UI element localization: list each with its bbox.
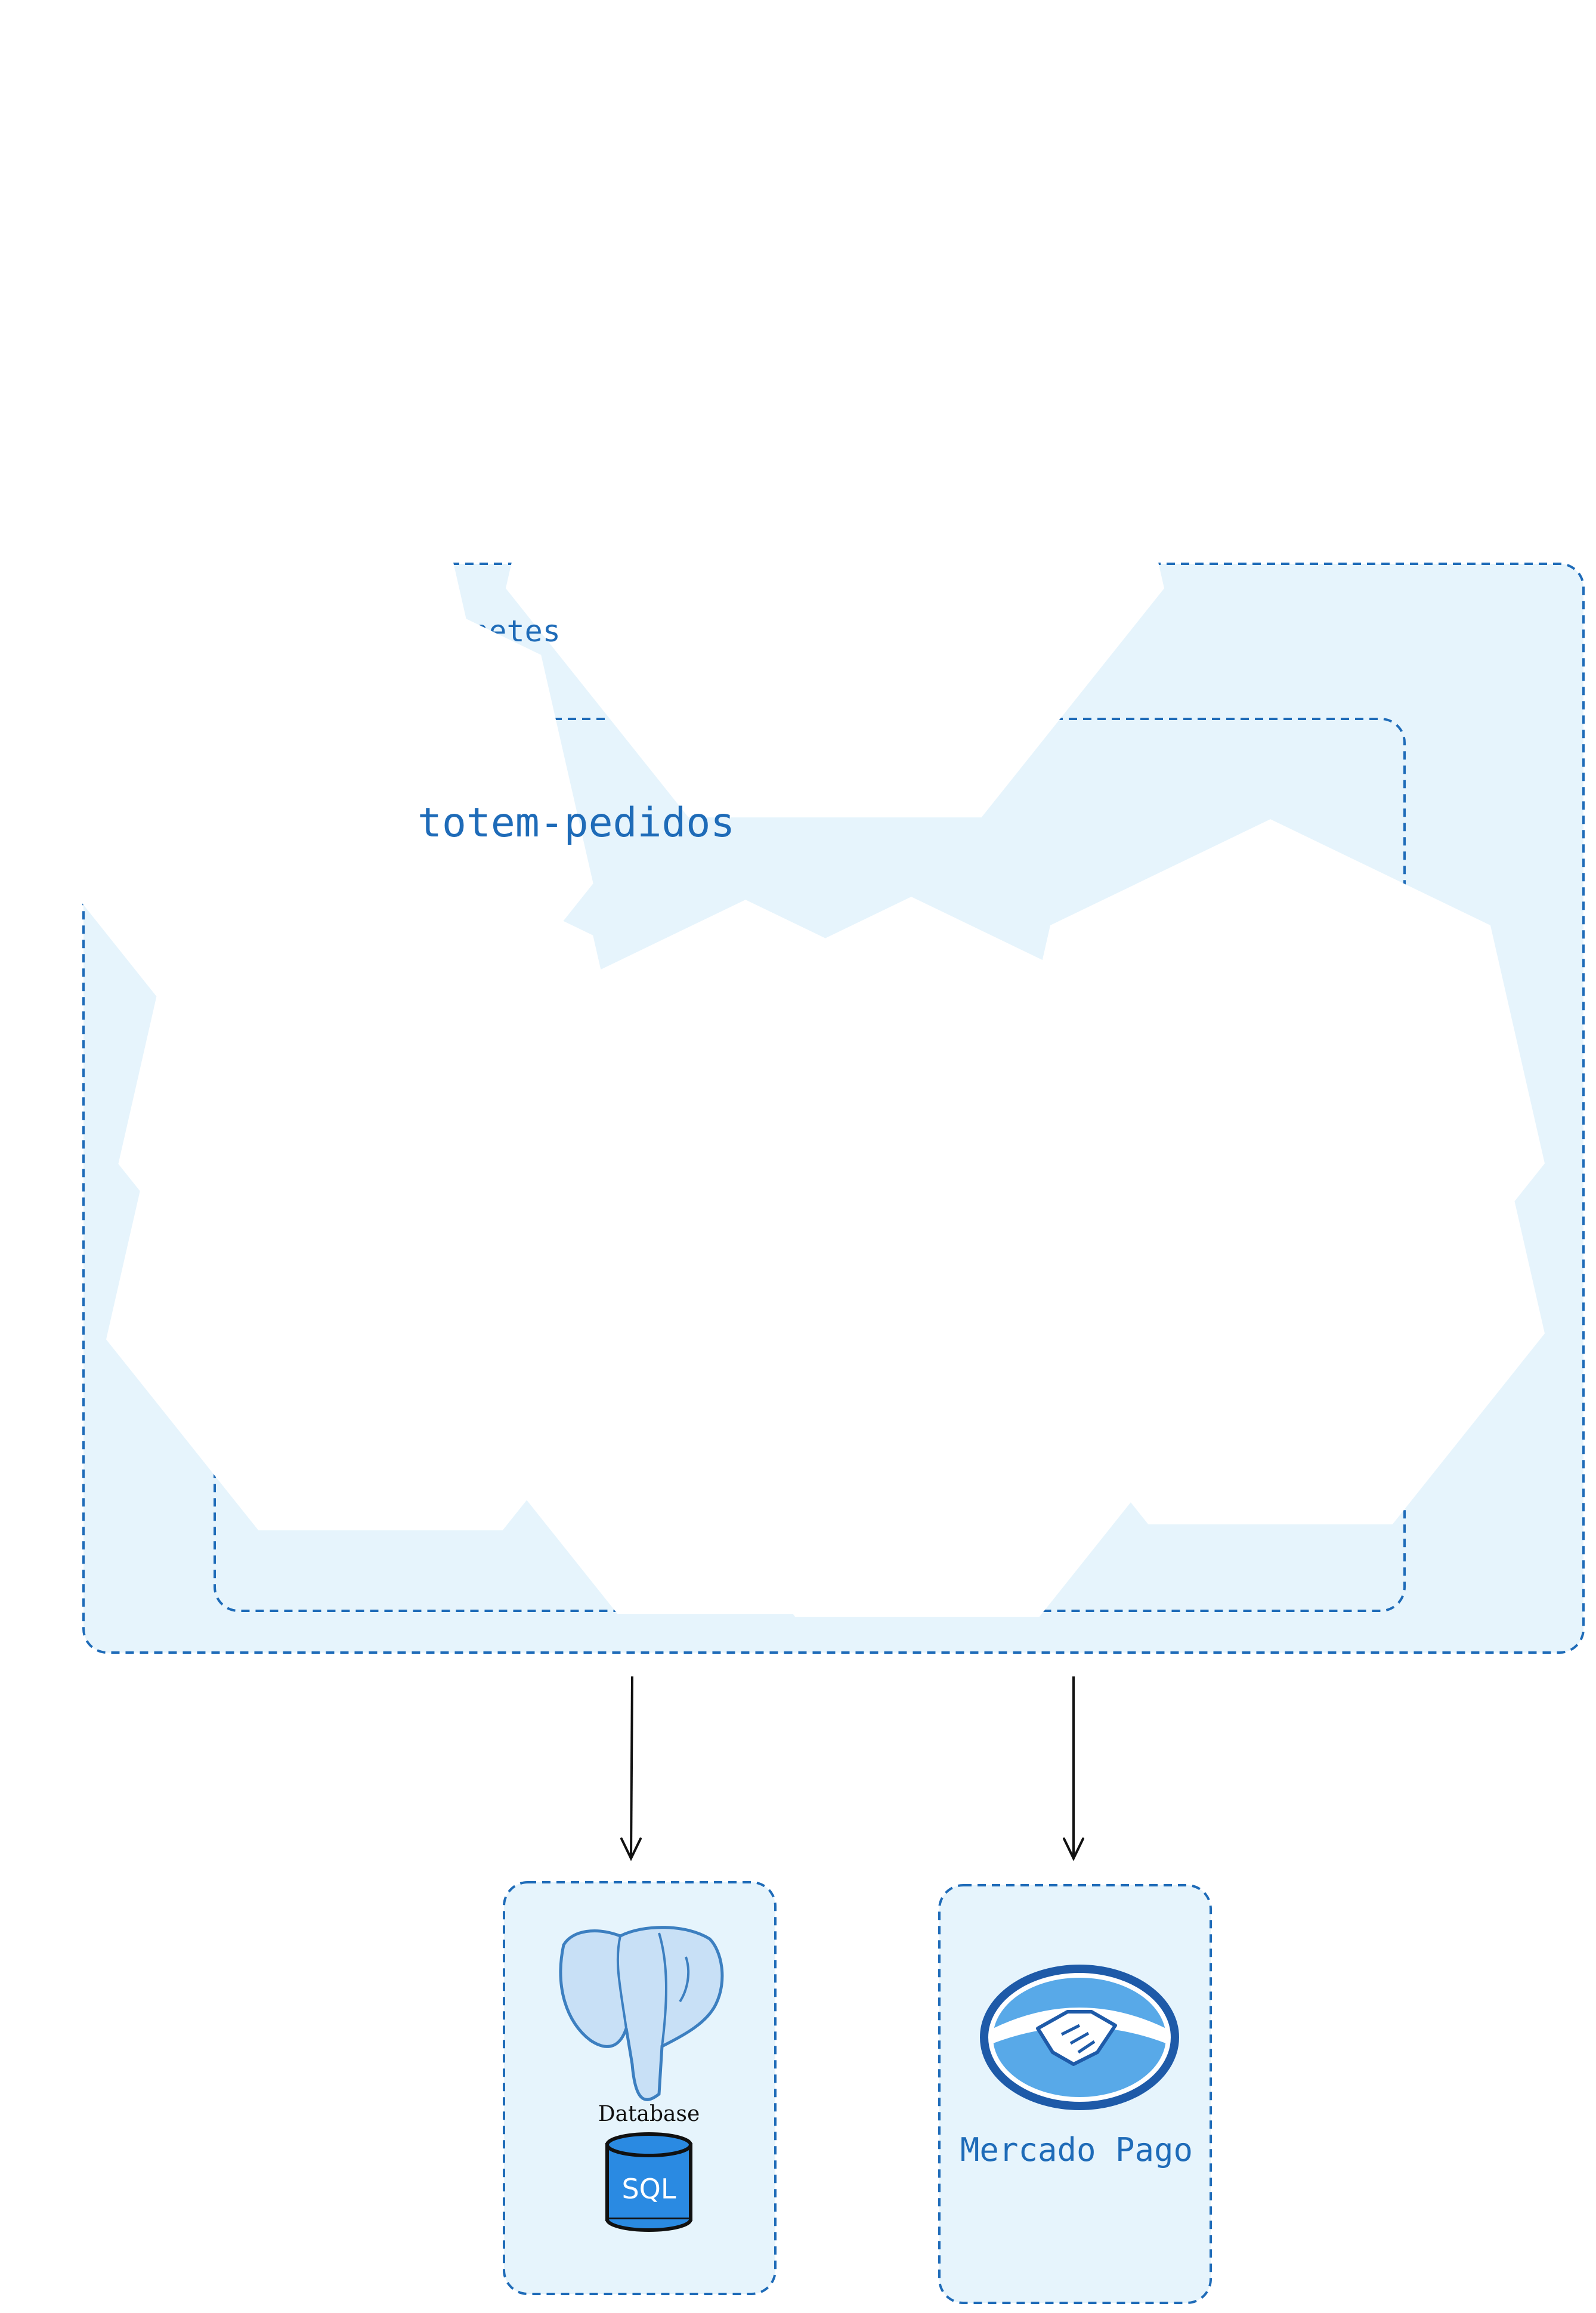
postgresql-elephant-icon — [559, 1926, 724, 2101]
cluster-to-database-arrow — [620, 1676, 642, 1861]
secret-icon: secret — [1198, 1196, 1343, 1338]
user-icon: user — [901, 18, 1133, 245]
mercado-pago-logo — [980, 1965, 1179, 2110]
quota-label: quota — [351, 1315, 410, 1339]
pod-icon: pod — [845, 1289, 990, 1431]
kubernetes-helm-icon — [14, 465, 206, 653]
user-label: user — [983, 181, 1051, 217]
secret-label: secret — [1239, 1300, 1302, 1324]
sql-label: SQL — [621, 2173, 676, 2205]
ingress-label: ing — [816, 557, 853, 585]
sql-database-icon: SQL — [605, 2132, 692, 2232]
quota-icon: quota — [308, 1202, 453, 1344]
namespace-title: totem-pedidos — [417, 799, 735, 847]
ingress-icon: ing — [748, 424, 923, 594]
pod-label: pod — [898, 1398, 936, 1422]
cluster-to-mercado-pago-arrow — [1063, 1676, 1084, 1861]
mercado-pago-label: Mercado Pago — [960, 2131, 1193, 2169]
database-label: Database — [598, 2102, 700, 2126]
